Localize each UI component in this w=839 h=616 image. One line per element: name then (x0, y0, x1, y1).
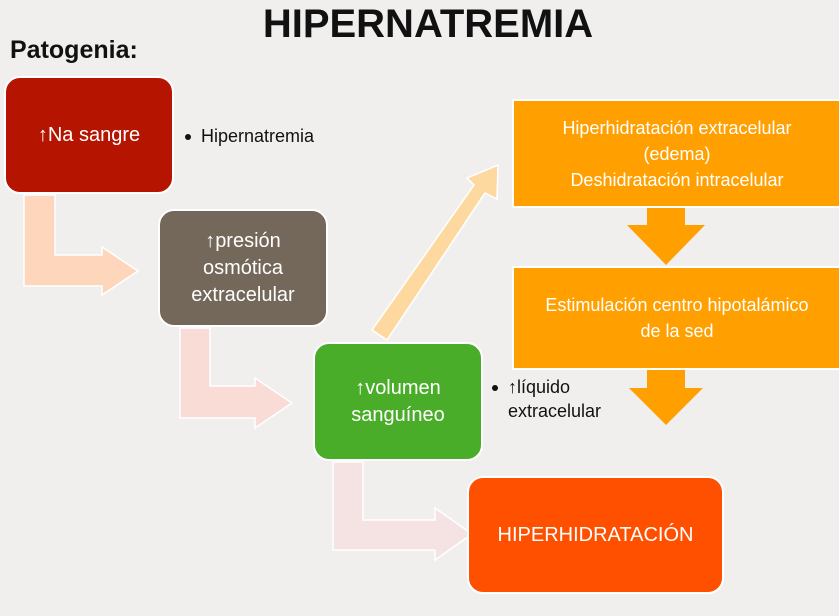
down-arrow-1 (627, 207, 705, 265)
bent-arrow-1 (23, 194, 140, 297)
na-sangre-label: ↑Na sangre (37, 123, 141, 146)
na-sangre-box: ↑Na sangre (4, 76, 174, 194)
bullet-icon (185, 134, 191, 141)
box-line: extracelular (191, 283, 295, 306)
note-text: Hipernatremia (201, 126, 315, 146)
volumen-sanguineo-box: ↑volumen sanguíneo (313, 342, 483, 461)
down-arrow-2 (629, 369, 703, 425)
bent-arrow-2 (179, 327, 294, 430)
diagonal-arrow (370, 163, 499, 342)
note-liquido-extracelular: ↑líquido extracelular (492, 375, 601, 423)
box-line: sanguíneo (351, 403, 445, 426)
presion-osmotica-box: ↑presión osmótica extracelular (158, 209, 328, 327)
box-line: osmótica (202, 256, 283, 279)
estimulacion-sed-box: Estimulación centro hipotalámico de la s… (512, 266, 839, 370)
bent-arrow-3 (332, 461, 474, 562)
section-subtitle: Patogenia: (10, 36, 138, 64)
hiperhidratacion-extracelular-box: Hiperhidratación extracelular (edema) De… (512, 99, 839, 208)
note-text: extracelular (508, 401, 602, 421)
box-line: (edema) (643, 143, 711, 164)
box-line: ↑presión (205, 229, 281, 252)
box-line: Estimulación centro hipotalámico (545, 295, 809, 315)
page-title: HIPERNATREMIA (262, 2, 594, 46)
note-hipernatremia: Hipernatremia (185, 124, 314, 148)
hiperhidratacion-box: HIPERHIDRATACIÓN (467, 476, 724, 594)
hiperhidratacion-label: HIPERHIDRATACIÓN (497, 523, 694, 546)
box-line: ↑volumen (355, 376, 441, 399)
box-line: de la sed (640, 321, 714, 341)
box-line: Deshidratación intracelular (570, 169, 784, 190)
box-line: Hiperhidratación extracelular (562, 117, 792, 138)
note-text: ↑líquido (508, 377, 571, 397)
bullet-icon (492, 385, 498, 392)
